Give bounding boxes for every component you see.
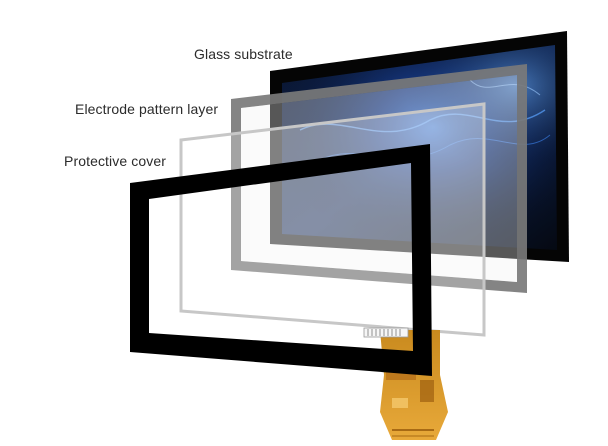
glass-substrate-label: Glass substrate	[194, 46, 293, 62]
electrode-frame	[231, 64, 527, 293]
outline-layer	[179, 102, 486, 337]
cover-frame	[130, 144, 432, 376]
electrode-pattern-layer-label: Electrode pattern layer	[75, 101, 219, 117]
electrode-pattern-layer	[231, 64, 527, 293]
flex-cable-icon	[363, 327, 448, 440]
protective-cover-label: Protective cover	[64, 153, 166, 169]
connector-icon	[363, 327, 409, 338]
electrode-film	[241, 75, 517, 282]
outline-frame	[179, 102, 486, 337]
protective-cover-layer	[130, 144, 432, 376]
